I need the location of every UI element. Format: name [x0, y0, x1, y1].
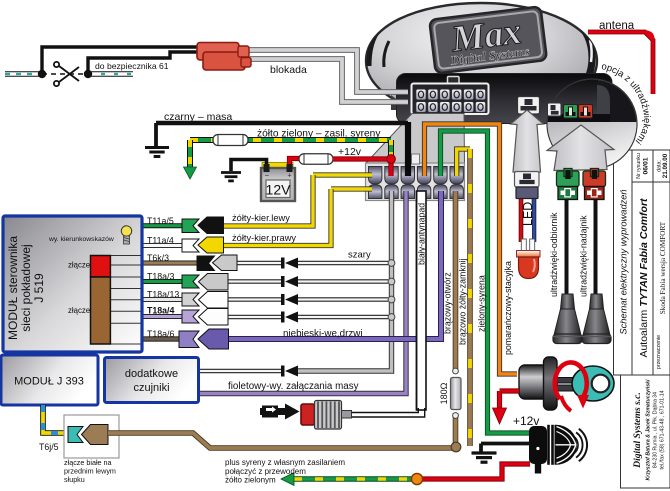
svg-text:T18a/3: T18a/3: [147, 272, 174, 282]
svg-text:żółto zielony – zasil. syreny: żółto zielony – zasil. syreny: [257, 129, 381, 140]
svg-text:T11a/4: T11a/4: [147, 236, 174, 246]
svg-text:21.09.00: 21.09.00: [662, 153, 669, 178]
svg-text:+12v: +12v: [513, 414, 539, 428]
svg-text:Nr rysunku: Nr rysunku: [636, 153, 642, 179]
svg-text:T18a/6: T18a/6: [147, 329, 174, 339]
svg-text:antena: antena: [599, 20, 635, 32]
svg-text:złącze białe na: złącze białe na: [64, 458, 112, 467]
svg-text:szary: szary: [348, 250, 371, 261]
svg-text:ultradźwięki-odbiornik: ultradźwięki-odbiornik: [549, 212, 559, 297]
svg-text:Skoda Fabia wersja COMFORT: Skoda Fabia wersja COMFORT: [659, 221, 667, 314]
svg-text:żółto zielonym: żółto zielonym: [225, 476, 276, 485]
svg-text:złącze: złącze: [68, 261, 90, 270]
svg-text:pomarańczowy-stacyjka: pomarańczowy-stacyjka: [503, 261, 513, 355]
svg-text:plus syreny z własnym zasilani: plus syreny z własnym zasilaniem: [225, 458, 345, 467]
svg-text:dodatkowe: dodatkowe: [125, 368, 178, 380]
svg-text:J 519: J 519: [32, 273, 46, 303]
svg-text:Krzysztof Batura & Jacek Szmat: Krzysztof Batura & Jacek Szmatuczyński: [646, 379, 652, 480]
svg-text:wy. kierunkowskazów: wy. kierunkowskazów: [48, 236, 114, 243]
svg-text:180Ω: 180Ω: [439, 382, 449, 404]
svg-text:LED: LED: [521, 202, 535, 226]
svg-text:Autoalarm TYTAN Fabia Comfort: Autoalarm TYTAN Fabia Comfort: [638, 198, 650, 358]
svg-text:złącze: złącze: [68, 306, 90, 315]
svg-text:–: –: [265, 173, 269, 180]
svg-text:połączyć z przewodem: połączyć z przewodem: [225, 467, 306, 476]
svg-text:data:: data:: [657, 160, 663, 172]
svg-text:06/01: 06/01: [643, 157, 650, 174]
svg-text:Max: Max: [448, 11, 523, 60]
svg-text:biały-antynapad: biały-antynapad: [417, 203, 427, 265]
svg-text:+12v: +12v: [338, 146, 362, 158]
svg-text:84-230 Rumia , ul. Płk. Dąbka: 84-230 Rumia , ul. Płk. Dąbka 34: [653, 392, 659, 468]
svg-text:T11a/5: T11a/5: [147, 216, 174, 226]
svg-text:żółty-kier.lewy: żółty-kier.lewy: [232, 213, 290, 223]
svg-text:czarny – masa: czarny – masa: [164, 111, 232, 123]
svg-text:przednim lewym: przednim lewym: [64, 467, 116, 476]
svg-text:zielony-syrena: zielony-syrena: [477, 275, 487, 332]
svg-text:brązowy-otwórz: brązowy-otwórz: [443, 272, 453, 334]
svg-text:słupku: słupku: [64, 475, 85, 484]
svg-text:T18a/4: T18a/4: [147, 306, 174, 316]
svg-text:12V: 12V: [266, 182, 292, 198]
svg-text:MODUŁ J 393: MODUŁ J 393: [14, 376, 84, 388]
svg-text:Digital Systems s.c.: Digital Systems s.c.: [633, 392, 643, 468]
svg-text:tel./fax (58) 671-43-48 , 671-: tel./fax (58) 671-43-48 , 671-01-14: [660, 390, 666, 469]
svg-text:T18a/13: T18a/13: [147, 290, 179, 300]
svg-text:fioletowy-wy. załączania masy: fioletowy-wy. załączania masy: [228, 381, 359, 392]
svg-text:T6k/3: T6k/3: [147, 253, 169, 263]
svg-text:sieci pokładowej: sieci pokładowej: [19, 244, 33, 331]
svg-text:+: +: [287, 173, 291, 180]
svg-text:Schemat elektryczny wyprowadze: Schemat elektryczny wyprowadzeń: [619, 189, 629, 334]
svg-text:brązowo żółty-zamknij: brązowo żółty-zamknij: [458, 258, 468, 345]
svg-text:przeznaczenie: przeznaczenie: [656, 335, 662, 369]
svg-text:MODUŁ sterownika: MODUŁ sterownika: [6, 236, 20, 340]
svg-text:do bezpiecznika 61: do bezpiecznika 61: [95, 61, 169, 71]
svg-text:żółty-kier.prawy: żółty-kier.prawy: [232, 233, 296, 243]
svg-text:czujniki: czujniki: [133, 382, 169, 394]
svg-text:niebieski-we,drzwi: niebieski-we,drzwi: [283, 329, 363, 340]
svg-text:blokada: blokada: [270, 64, 307, 76]
svg-text:T6j/5: T6j/5: [39, 442, 59, 452]
svg-text:ultradźwięki-nadajnik: ultradźwięki-nadajnik: [579, 215, 589, 297]
